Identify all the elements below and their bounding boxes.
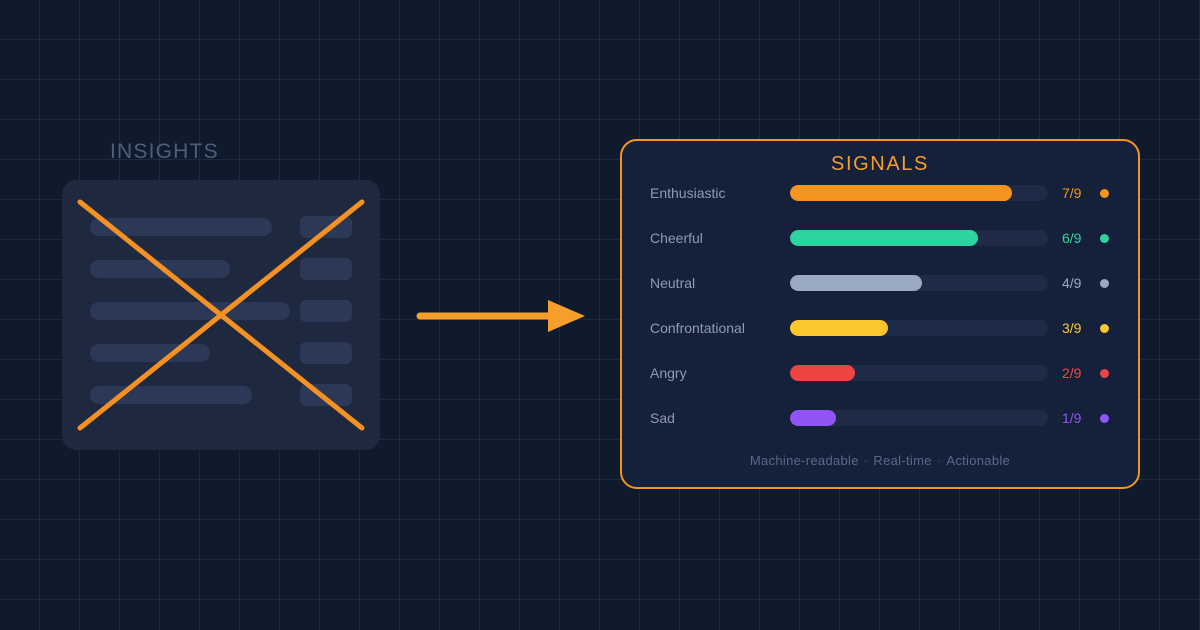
skeleton-chip — [300, 258, 352, 280]
signal-bar-fill — [790, 410, 837, 426]
signal-bar-fill — [790, 320, 889, 336]
signal-label: Angry — [650, 365, 687, 381]
signal-row-cheerful[interactable]: Cheerful 6/9 — [650, 228, 1112, 248]
signal-row-angry[interactable]: Angry 2/9 — [650, 363, 1112, 383]
signals-title: SIGNALS — [831, 153, 929, 175]
signal-label: Cheerful — [650, 230, 703, 246]
signal-value: 4/9 — [1062, 275, 1082, 291]
signal-label: Sad — [650, 410, 675, 426]
signals-footer: Machine-readable · Real-time · Actionable — [622, 453, 1138, 468]
signal-color-dot-icon — [1100, 368, 1109, 378]
signal-bar-fill — [790, 275, 922, 291]
signal-label: Enthusiastic — [650, 185, 726, 201]
insights-label: INSIGHTS — [110, 140, 219, 163]
signal-value: 7/9 — [1062, 185, 1082, 201]
signal-color-dot-icon — [1100, 413, 1109, 423]
signal-bar-track — [790, 320, 1048, 336]
footer-separator: · — [936, 453, 942, 468]
signal-color-dot-icon — [1100, 323, 1109, 333]
skeleton-row — [90, 302, 290, 320]
signal-color-dot-icon — [1100, 233, 1109, 243]
signal-bar-fill — [790, 365, 855, 381]
signal-value: 3/9 — [1062, 320, 1082, 336]
skeleton-row — [90, 218, 272, 236]
signal-row-neutral[interactable]: Neutral 4/9 — [650, 273, 1112, 293]
cross-out-icon — [77, 199, 365, 431]
signal-value: 6/9 — [1062, 230, 1082, 246]
signal-row-confrontational[interactable]: Confrontational 3/9 — [650, 318, 1112, 338]
signal-row-sad[interactable]: Sad 1/9 — [650, 408, 1112, 428]
signal-bar-fill — [790, 185, 1012, 201]
signal-label: Confrontational — [650, 320, 745, 336]
signal-bar-track — [790, 185, 1048, 201]
footer-item-actionable: Actionable — [946, 453, 1011, 468]
skeleton-chip — [300, 342, 352, 364]
signal-color-dot-icon — [1100, 278, 1109, 288]
signal-label: Neutral — [650, 275, 696, 291]
insights-card — [62, 180, 380, 450]
footer-separator: · — [863, 453, 869, 468]
signal-row-enthusiastic[interactable]: Enthusiastic 7/9 — [650, 183, 1112, 203]
signal-value: 2/9 — [1062, 365, 1082, 381]
signal-bar-track — [790, 365, 1048, 381]
signal-bar-track — [790, 410, 1048, 426]
signal-bar-track — [790, 275, 1048, 291]
signals-card: SIGNALS Enthusiastic 7/9 Cheerful 6/9 Ne… — [620, 139, 1140, 489]
signal-value: 1/9 — [1062, 410, 1082, 426]
signal-bar-fill — [790, 230, 979, 246]
signal-color-dot-icon — [1100, 188, 1109, 198]
skeleton-chip — [300, 300, 352, 322]
transform-arrow-icon — [416, 300, 585, 332]
footer-item-real-time: Real-time — [873, 453, 932, 468]
footer-item-machine-readable: Machine-readable — [749, 453, 859, 468]
signal-bar-track — [790, 230, 1048, 246]
